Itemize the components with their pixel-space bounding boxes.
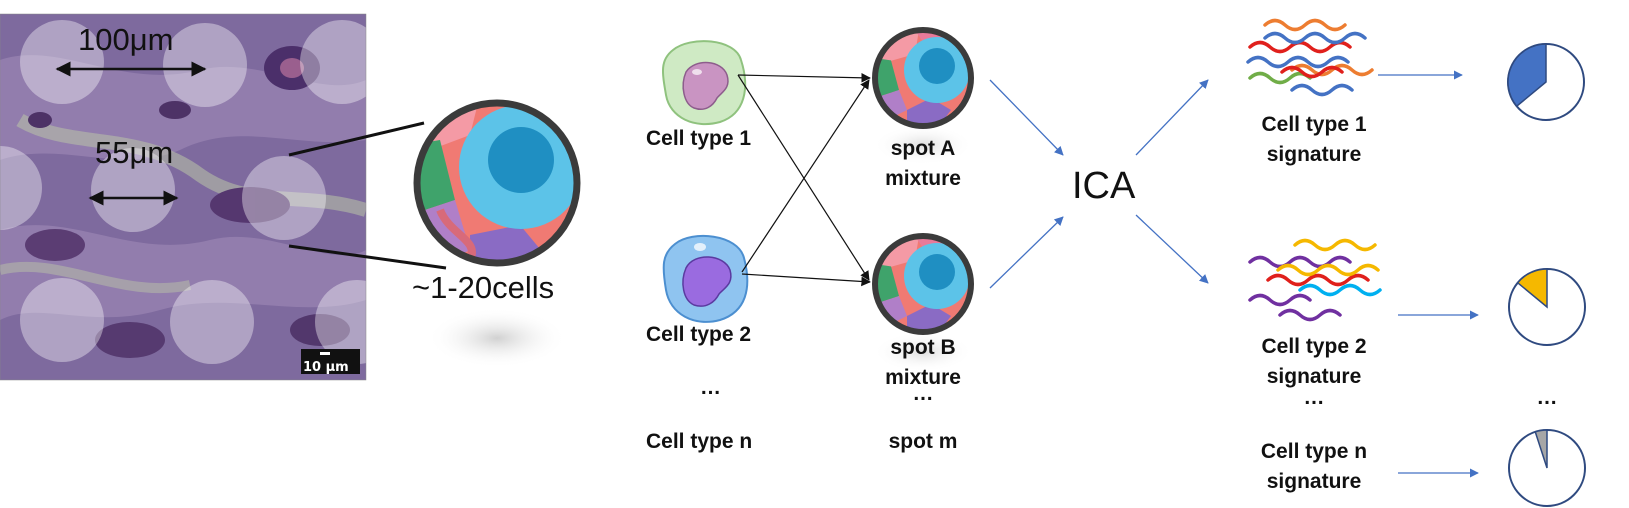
arrow-spotB-ica	[989, 216, 1064, 289]
spot-b-label-line1: spot B	[890, 336, 955, 359]
cell-type-1-icon	[662, 40, 747, 126]
spot-ellipsis: …	[913, 382, 934, 405]
cell-type-2-label: Cell type 2	[646, 323, 751, 346]
spot-b-label-line2: mixture	[885, 366, 961, 389]
arrow-ica-signature1	[1135, 79, 1209, 156]
signature-1-label-line2: signature	[1267, 143, 1362, 166]
pie-n-slice	[1534, 429, 1548, 469]
spot-a-label-line2: mixture	[885, 167, 961, 190]
spot-a-label-line1: spot A	[891, 137, 956, 160]
pie-cell-type-1	[1507, 43, 1585, 121]
scalebar-label: 10 μm	[303, 360, 349, 375]
signature-1-waves	[1246, 18, 1374, 97]
measure-55-label: 55μm	[95, 135, 173, 170]
spot-a-icon	[872, 27, 974, 129]
arrow-ica-signature2	[1135, 214, 1209, 284]
pie-2-slice	[1516, 268, 1548, 309]
zoom-shadow	[427, 308, 567, 368]
cell-type-1-label: Cell type 1	[646, 127, 751, 150]
scalebar-line	[320, 352, 330, 355]
zoom-line-bottom	[288, 244, 447, 270]
cell-type-n-label: Cell type n	[646, 430, 752, 453]
arrow-spotA-ica	[989, 79, 1064, 156]
signature-2-label-line2: signature	[1267, 365, 1362, 388]
spot-b-icon	[872, 233, 974, 335]
zoom-caption: ~1-20cells	[412, 270, 554, 305]
cell-type-ellipsis: …	[700, 376, 721, 399]
pie-cell-type-n	[1508, 429, 1586, 507]
signature-n-label-line1: Cell type n	[1261, 440, 1367, 463]
pie-cell-type-2	[1508, 268, 1586, 346]
zoom-line-top	[288, 121, 425, 157]
measure-100-label: 100μm	[78, 22, 173, 57]
signature-ellipsis: …	[1304, 386, 1325, 409]
pie-1-slice	[1507, 43, 1547, 108]
signature-1-label-line1: Cell type 1	[1261, 113, 1366, 136]
arrow-type1-spotB	[737, 74, 870, 281]
arrow-type2-spotB	[741, 273, 871, 287]
spot-m-label: spot m	[889, 430, 958, 453]
tissue-image	[0, 13, 367, 381]
signature-n-label-line2: signature	[1267, 470, 1362, 493]
ica-label: ICA	[1072, 165, 1136, 207]
signature-2-waves	[1248, 238, 1382, 322]
arrow-type1-spotA	[737, 73, 871, 83]
signature-2-label-line1: Cell type 2	[1261, 335, 1366, 358]
zoomed-spot	[413, 99, 581, 267]
arrow-type2-spotA	[741, 79, 870, 273]
cell-type-2-icon	[662, 234, 749, 323]
scalebar-box	[301, 349, 360, 374]
pie-ellipsis: …	[1537, 386, 1558, 409]
